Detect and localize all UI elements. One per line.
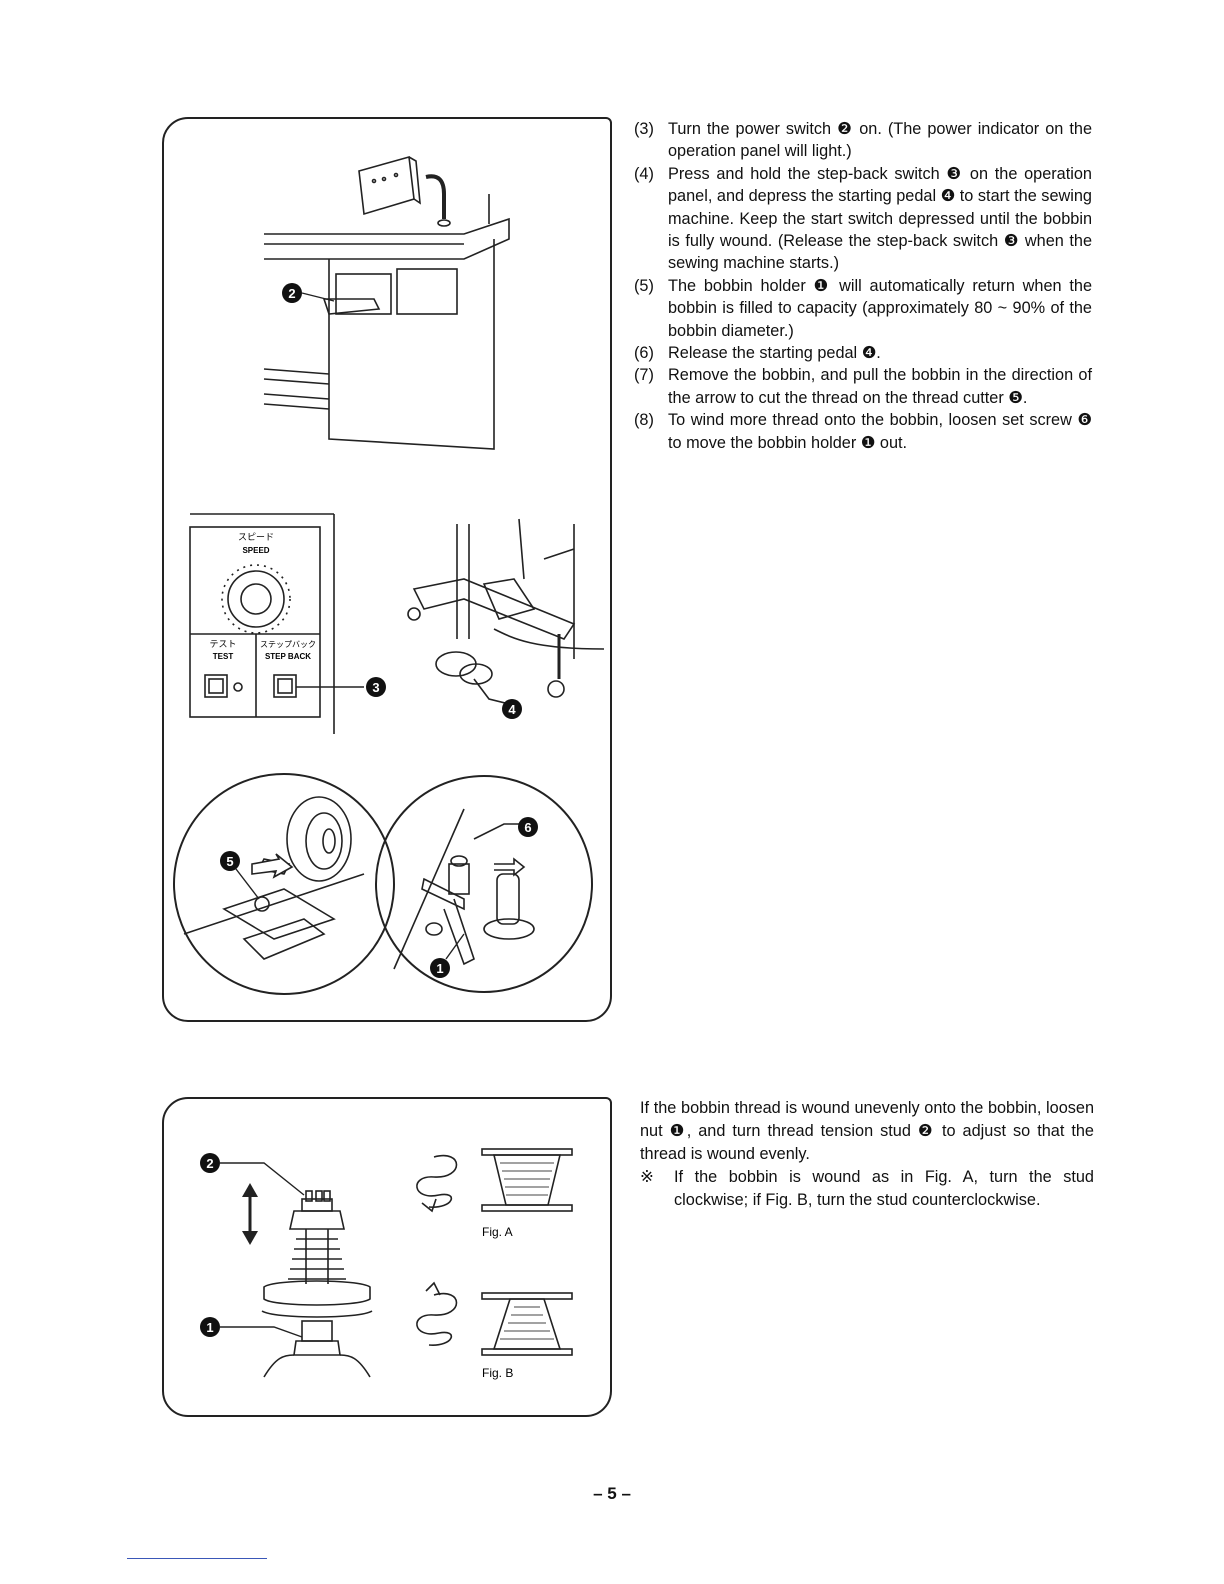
callout-1-bottom: 1 bbox=[200, 1317, 303, 1338]
top-illustration-panel: 2 3 4 5 6 1 スピード SPEED テスト TEST ステ bbox=[162, 117, 612, 1022]
bottom-illustration-panel: 2 1 Fig. A Fig. B bbox=[162, 1097, 612, 1417]
step-8: (8)To wind more thread onto the bobbin, … bbox=[634, 411, 1092, 452]
callout-2: 2 bbox=[282, 283, 335, 303]
callout-1: 1 bbox=[430, 933, 465, 978]
svg-text:2: 2 bbox=[288, 286, 295, 301]
svg-text:1: 1 bbox=[436, 961, 443, 976]
fig-b-label: Fig. B bbox=[482, 1366, 513, 1380]
panel-jp-stepback-label: ステップバック bbox=[260, 640, 316, 649]
panel-jp-speed-label: スピード bbox=[238, 532, 274, 543]
arrow-up-icon bbox=[242, 1183, 258, 1197]
adjustment-remark: ※ If the bobbin is wound as in Fig. A, t… bbox=[640, 1166, 1094, 1212]
bobbin-winder-illustration: 2 3 4 5 6 1 スピード SPEED テスト TEST ステ bbox=[173, 155, 605, 995]
callout-3: 3 bbox=[366, 677, 386, 697]
svg-text:4: 4 bbox=[508, 702, 516, 717]
adjustment-note: If the bobbin thread is wound unevenly o… bbox=[640, 1097, 1094, 1212]
remark-text: If the bobbin is wound as in Fig. A, tur… bbox=[674, 1168, 1094, 1209]
callout-4: 4 bbox=[502, 699, 522, 719]
callout-5: 5 bbox=[220, 851, 260, 900]
arrow-down-icon bbox=[242, 1231, 258, 1245]
step-5: (5)The bobbin holder ❶ will automaticall… bbox=[634, 276, 1092, 340]
step-7: (7)Remove the bobbin, and pull the bobbi… bbox=[634, 366, 1092, 407]
panel-jp-test-label: テスト bbox=[209, 639, 236, 650]
callout-2-bottom: 2 bbox=[200, 1153, 305, 1196]
step-6: (6)Release the starting pedal ❹. bbox=[634, 344, 881, 363]
callout-6: 6 bbox=[518, 817, 538, 837]
instruction-steps: (3)Turn the power switch ❷ on. (The powe… bbox=[634, 118, 1092, 454]
svg-text:6: 6 bbox=[524, 820, 531, 835]
fig-a-label: Fig. A bbox=[482, 1225, 513, 1239]
adjustment-paragraph: If the bobbin thread is wound unevenly o… bbox=[640, 1099, 1094, 1163]
remark-mark: ※ bbox=[640, 1168, 654, 1186]
arrow-icon bbox=[251, 853, 294, 879]
svg-text:2: 2 bbox=[206, 1156, 213, 1171]
svg-text:1: 1 bbox=[206, 1320, 213, 1335]
panel-test-label: TEST bbox=[213, 652, 234, 661]
panel-speed-label: SPEED bbox=[242, 546, 269, 555]
svg-text:3: 3 bbox=[372, 680, 379, 695]
step-4: (4)Press and hold the step-back switch ❸… bbox=[634, 164, 1092, 273]
step-3: (3)Turn the power switch ❷ on. (The powe… bbox=[634, 120, 1092, 161]
panel-stepback-label: STEP BACK bbox=[265, 652, 311, 661]
svg-text:5: 5 bbox=[226, 854, 233, 869]
thread-tension-illustration: 2 1 Fig. A Fig. B bbox=[200, 1148, 573, 1380]
footer-rule bbox=[127, 1558, 267, 1559]
page-number: – 5 – bbox=[593, 1484, 631, 1503]
